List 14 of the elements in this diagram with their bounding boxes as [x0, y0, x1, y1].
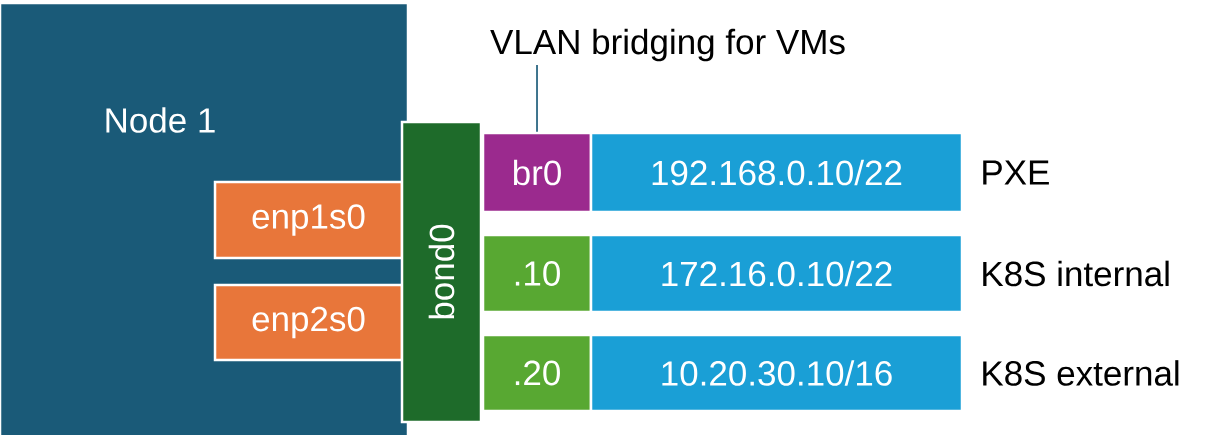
- leader-line: [536, 64, 538, 133]
- bond-box: bond0: [400, 120, 483, 424]
- bridge-box: br0: [481, 131, 593, 214]
- interface-box: enp2s0: [213, 283, 404, 362]
- caption-text: VLAN bridging for VMs: [490, 28, 845, 62]
- side-label: PXE: [983, 160, 1049, 185]
- vlan-box: .10: [481, 233, 593, 314]
- address-box: 10.20.30.10/16: [589, 333, 964, 413]
- interface-box: enp1s0: [213, 180, 404, 260]
- address-box: 172.16.0.10/22: [589, 233, 964, 314]
- side-label: K8S internal: [983, 260, 1169, 287]
- vlan-box: .20: [481, 333, 593, 413]
- side-label: K8S external: [983, 360, 1179, 386]
- address-box: 192.168.0.10/22: [589, 131, 964, 214]
